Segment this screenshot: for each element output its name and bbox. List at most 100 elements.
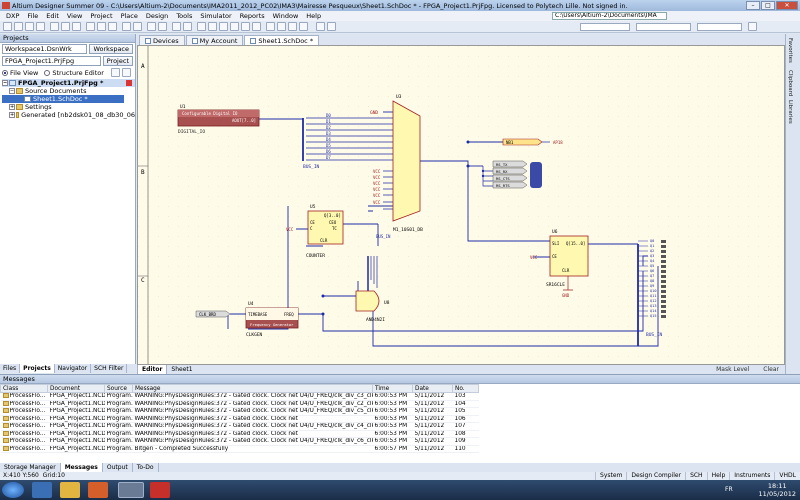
tree-settings[interactable]: + Settings (2, 103, 135, 111)
tab-storage-manager[interactable]: Storage Manager (0, 463, 61, 472)
text-icon[interactable] (299, 22, 308, 31)
document-path-box[interactable]: C:\Users\Altium-2\Documents\IMA (552, 12, 667, 20)
status-instruments-button[interactable]: Instruments (729, 472, 774, 480)
menu-reports[interactable]: Reports (236, 12, 269, 20)
collapse-icon[interactable]: − (9, 88, 15, 94)
message-row[interactable]: ProcessFlo...FPGA_Project1.NCDProgram...… (1, 415, 479, 423)
cross-probe-icon[interactable] (183, 22, 192, 31)
file-view-radio[interactable] (2, 70, 8, 76)
net-label-icon[interactable] (219, 22, 228, 31)
message-row[interactable]: ProcessFlo...FPGA_Project1.NCDProgram...… (1, 445, 479, 453)
undo-icon[interactable] (147, 22, 156, 31)
taskbar-clock[interactable]: 18:11 11/05/2012 (759, 482, 796, 498)
message-row[interactable]: ProcessFlo...FPGA_Project1.NCDProgram...… (1, 423, 479, 431)
toolbar-dropdown-1[interactable] (580, 23, 630, 31)
taskbar-media-icon[interactable] (88, 482, 108, 498)
menu-place[interactable]: Place (117, 12, 142, 20)
message-row[interactable]: ProcessFlo...FPGA_Project1.NCDProgram...… (1, 393, 479, 401)
col-source[interactable]: Source (105, 385, 133, 393)
zoom-in-icon[interactable] (50, 22, 59, 31)
tree-root[interactable]: − FPGA_Project1.PrjFpg * (2, 79, 135, 87)
redo-icon[interactable] (158, 22, 167, 31)
menu-tools[interactable]: Tools (172, 12, 196, 20)
menu-help[interactable]: Help (302, 12, 325, 20)
workspace-button[interactable]: Workspace (89, 44, 133, 54)
expand-icon[interactable]: + (9, 112, 15, 118)
tab-favorites[interactable]: Favorites (787, 38, 793, 63)
col-class[interactable]: Class (1, 385, 48, 393)
taskbar-altium-icon[interactable] (150, 482, 170, 498)
hierarchy-icon[interactable] (172, 22, 181, 31)
menu-dxp[interactable]: DXP (2, 12, 23, 20)
status-sch-button[interactable]: SCH (685, 472, 707, 480)
message-row[interactable]: ProcessFlo...FPGA_Project1.NCDProgram...… (1, 430, 479, 438)
taskbar-ie-icon[interactable] (32, 482, 52, 498)
tab-libraries[interactable]: Libraries (787, 100, 793, 124)
compile-icon[interactable] (316, 22, 325, 31)
close-button[interactable]: ✕ (776, 1, 798, 10)
status-design-compiler-button[interactable]: Design Compiler (626, 472, 685, 480)
select-icon[interactable] (122, 22, 131, 31)
port-icon[interactable] (277, 22, 286, 31)
tab-editor[interactable]: Editor (137, 365, 167, 375)
tab-projects[interactable]: Projects (20, 364, 55, 373)
collapse-icon[interactable]: − (2, 80, 8, 86)
menu-view[interactable]: View (63, 12, 86, 20)
cut-icon[interactable] (86, 22, 95, 31)
toolbar-dropdown-2[interactable] (636, 23, 691, 31)
message-row[interactable]: ProcessFlo...FPGA_Project1.NCDProgram...… (1, 400, 479, 408)
toolbar-extra-icon[interactable] (748, 22, 757, 31)
part-icon[interactable] (252, 22, 261, 31)
filter-icon[interactable] (327, 22, 336, 31)
project-select[interactable]: FPGA_Project1.PrjFpg (2, 56, 101, 66)
col-document[interactable]: Document (48, 385, 105, 393)
col-date[interactable]: Date (413, 385, 453, 393)
menu-edit[interactable]: Edit (42, 12, 63, 20)
toolbar-dropdown-3[interactable] (697, 23, 742, 31)
tab-sheet1[interactable]: Sheet1.SchDoc * (244, 35, 319, 45)
minimize-button[interactable]: – (746, 1, 760, 10)
tab-messages[interactable]: Messages (61, 463, 103, 472)
clear-button[interactable]: Clear (759, 365, 783, 374)
no-erc-icon[interactable] (288, 22, 297, 31)
schematic-canvas[interactable]: A B C (137, 45, 785, 365)
panel-options-icon[interactable] (111, 68, 120, 77)
taskbar-explorer-icon[interactable] (60, 482, 80, 498)
tab-devices[interactable]: Devices (139, 35, 185, 45)
zoom-out-icon[interactable] (61, 22, 70, 31)
new-file-icon[interactable] (3, 22, 12, 31)
expand-icon[interactable]: + (9, 104, 15, 110)
wire-icon[interactable] (197, 22, 206, 31)
mask-level-button[interactable]: Mask Level (712, 365, 753, 374)
tab-todo[interactable]: To-Do (133, 463, 159, 472)
menu-design[interactable]: Design (142, 12, 172, 20)
status-system-button[interactable]: System (595, 472, 626, 480)
print-icon[interactable] (36, 22, 45, 31)
port-clk-brd[interactable]: CLK_BRD (196, 311, 230, 317)
workspace-select[interactable]: Workspace1.DsnWrk (2, 44, 87, 54)
tab-files[interactable]: Files (0, 364, 20, 373)
port-nb1[interactable]: NB1 AP18 (503, 139, 563, 145)
bus-icon[interactable] (208, 22, 217, 31)
menu-project[interactable]: Project (86, 12, 116, 20)
status-vhdl-button[interactable]: VHDL (774, 472, 800, 480)
message-row[interactable]: ProcessFlo...FPGA_Project1.NCDProgram...… (1, 438, 479, 446)
col-message[interactable]: Message (133, 385, 373, 393)
maximize-button[interactable]: □ (761, 1, 775, 10)
tree-generated[interactable]: + Generated [nb2dsk01_08_db30_06 (2, 111, 135, 119)
power-port-icon[interactable] (230, 22, 239, 31)
menu-window[interactable]: Window (269, 12, 303, 20)
col-time[interactable]: Time (373, 385, 413, 393)
message-row[interactable]: ProcessFlo...FPGA_Project1.NCDProgram...… (1, 408, 479, 416)
menu-file[interactable]: File (23, 12, 42, 20)
structure-editor-radio[interactable] (44, 70, 50, 76)
tab-clipboard[interactable]: Clipboard (787, 70, 793, 96)
move-icon[interactable] (133, 22, 142, 31)
tree-sheet1[interactable]: Sheet1.SchDoc * (2, 95, 124, 103)
start-button-icon[interactable] (2, 482, 24, 498)
taskbar-app-icon[interactable] (118, 482, 144, 498)
project-button[interactable]: Project (103, 56, 133, 66)
language-indicator[interactable]: FR (725, 486, 733, 493)
open-folder-icon[interactable] (14, 22, 23, 31)
panel-menu-icon[interactable] (122, 68, 131, 77)
